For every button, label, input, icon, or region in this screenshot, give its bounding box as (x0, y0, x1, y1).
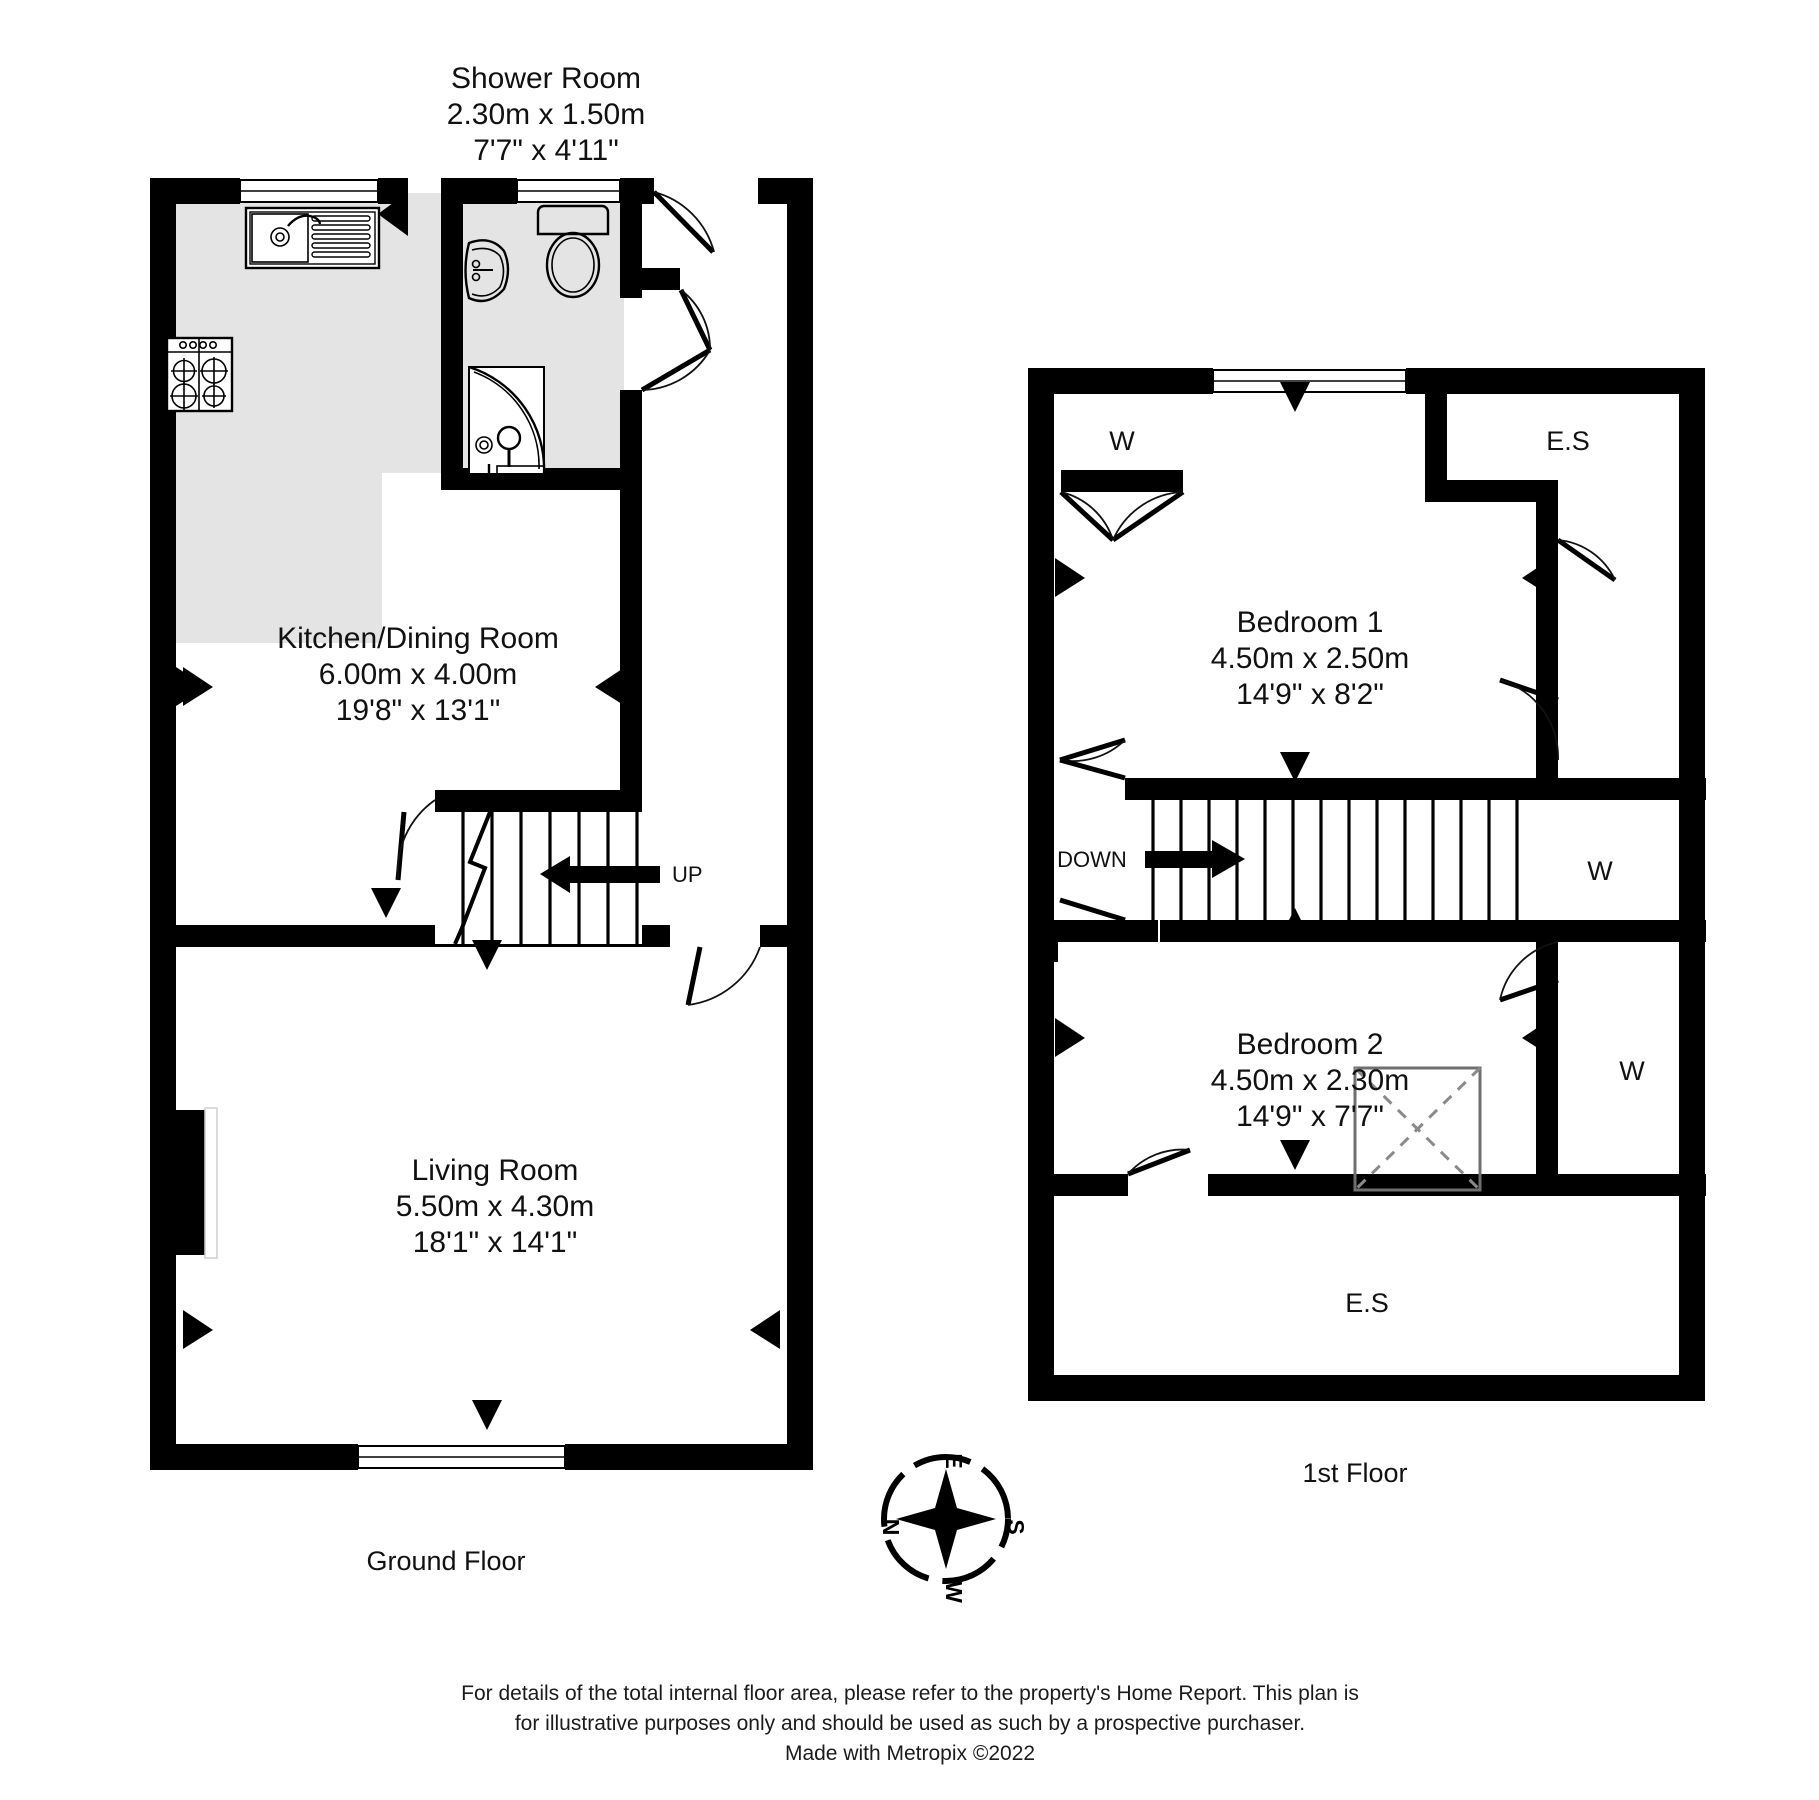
kitchen-dim-metric: 6.00m x 4.00m (319, 658, 517, 691)
door-leaf-shower (678, 288, 713, 352)
arrow-bed1-right (1522, 558, 1552, 597)
stair-up-label: UP (672, 862, 703, 887)
door-leaf-wardrobe-1 (1059, 490, 1115, 542)
door-leaf-landing-bedroom1 (1059, 737, 1126, 763)
first-floor-windows (1212, 369, 1407, 393)
kitchen-sink (244, 206, 381, 270)
loft-hatch (1353, 1066, 1482, 1192)
compass-east: E (941, 1453, 967, 1468)
door-leaf-bedroom2 (1127, 1147, 1191, 1177)
first-floor-view-arrows (1055, 382, 1552, 1170)
shower-room-name: Shower Room (451, 62, 641, 95)
arrow-living-right (750, 1310, 780, 1349)
shower-room-dim-imperial: 7'7" x 4'11" (473, 134, 619, 167)
bedroom1-dim-metric: 4.50m x 2.50m (1211, 642, 1409, 675)
arrow-landing-bottom (1280, 908, 1310, 938)
door-leaf-ensuite-top (1556, 537, 1617, 583)
label-wardrobe-mid-right: W (1587, 856, 1613, 886)
living-dim-imperial: 18'1" x 14'1" (413, 1226, 578, 1259)
arrow-bed1-left (1055, 558, 1085, 597)
kitchen-room-name: Kitchen/Dining Room (277, 622, 559, 655)
footer-line-1: For details of the total internal floor … (461, 1682, 1359, 1705)
footer-line-2: for illustrative purposes only and shoul… (515, 1712, 1305, 1735)
living-room-label-block: Living Room 5.50m x 4.30m 18'1" x 14'1" (396, 1154, 594, 1259)
bedroom2-name: Bedroom 2 (1237, 1028, 1384, 1061)
footer-block: For details of the total internal floor … (461, 1682, 1359, 1765)
arrow-bed1-bottom (1280, 752, 1310, 782)
label-ensuite-bottom: E.S (1345, 1288, 1389, 1318)
kitchen-label-block: Kitchen/Dining Room 6.00m x 4.00m 19'8" … (277, 622, 559, 727)
ground-floor-caption: Ground Floor (366, 1546, 525, 1576)
compass-star (896, 1469, 996, 1569)
toilet-fixture (536, 204, 610, 299)
first-floor-plan: DOWN (1028, 368, 1706, 1488)
staircase-up: UP (435, 811, 703, 945)
stair-direction-arrow-up (540, 856, 660, 893)
shower-tray-fixture (468, 365, 546, 475)
stair-direction-arrow-down (1145, 840, 1245, 878)
living-room-name: Living Room (412, 1154, 579, 1187)
bedroom2-label-block: Bedroom 2 4.50m x 2.30m 14'9" x 7'7" (1211, 1028, 1409, 1133)
arrow-bed2-left (1055, 1018, 1085, 1057)
first-floor-doors (1059, 489, 1617, 1177)
arrow-bed2-bottom (1280, 1140, 1310, 1170)
bedroom1-label-block: Bedroom 1 4.50m x 2.50m 14'9" x 8'2" (1211, 606, 1409, 711)
label-ensuite-top-right: E.S (1546, 426, 1590, 456)
kitchen-hob (165, 336, 234, 413)
basin-fixture (464, 239, 510, 303)
ground-floor-walls (150, 178, 813, 1470)
door-leaf-bedroom2-wardrobe (1499, 977, 1559, 1003)
door-leaf-landing-bedroom2 (1059, 897, 1126, 923)
kitchen-dim-imperial: 19'8" x 13'1" (336, 694, 501, 727)
label-wardrobe-bedroom2-right: W (1619, 1056, 1645, 1086)
door-leaf-living (685, 946, 703, 1006)
label-wardrobe-top-left: W (1109, 426, 1135, 456)
stair-down-label: DOWN (1057, 847, 1127, 872)
arrow-bed1-top (1280, 382, 1310, 412)
arrow-kitchen-right (595, 667, 625, 706)
arrow-kitchen-top (378, 192, 408, 236)
shower-room-dim-metric: 2.30m x 1.50m (447, 98, 645, 131)
arrow-living-left (183, 1310, 213, 1349)
compass-north: N (878, 1519, 904, 1536)
shower-room-label-block: Shower Room 2.30m x 1.50m 7'7" x 4'11" (447, 62, 645, 167)
bedroom1-name: Bedroom 1 (1237, 606, 1384, 639)
compass-ring (881, 1454, 1011, 1584)
living-dim-metric: 5.50m x 4.30m (396, 1190, 594, 1223)
arrow-living-bottom (472, 1400, 502, 1430)
first-floor-walls (1028, 368, 1706, 1401)
staircase-down: DOWN (1057, 800, 1545, 920)
door-leaf-hall-top (652, 190, 715, 254)
fireplace-fixture (176, 1107, 218, 1259)
footer-line-3: Made with Metropix ©2022 (785, 1742, 1035, 1765)
compass-west: W (941, 1581, 967, 1603)
first-floor-caption: 1st Floor (1302, 1458, 1407, 1488)
bedroom2-dim-metric: 4.50m x 2.30m (1211, 1064, 1409, 1097)
shower-room-fixtures (464, 204, 610, 475)
arrow-bed2-right (1522, 1018, 1552, 1057)
arrow-stair-bottom (472, 940, 502, 970)
ground-floor-doors (395, 190, 761, 1006)
ground-floor-plan: UP Kitchen/Dining Room 6.00m x 4.00m 19'… (150, 178, 813, 1576)
bedroom2-dim-imperial: 14'9" x 7'7" (1236, 1100, 1384, 1133)
ground-floor-windows (239, 179, 621, 1469)
ground-floor-view-arrows (176, 192, 780, 1430)
compass-rose: E S W N (878, 1453, 1029, 1603)
bedroom1-dim-imperial: 14'9" x 8'2" (1236, 678, 1384, 711)
arrow-kitchen-bottom (371, 888, 401, 918)
compass-south: S (1003, 1519, 1029, 1534)
